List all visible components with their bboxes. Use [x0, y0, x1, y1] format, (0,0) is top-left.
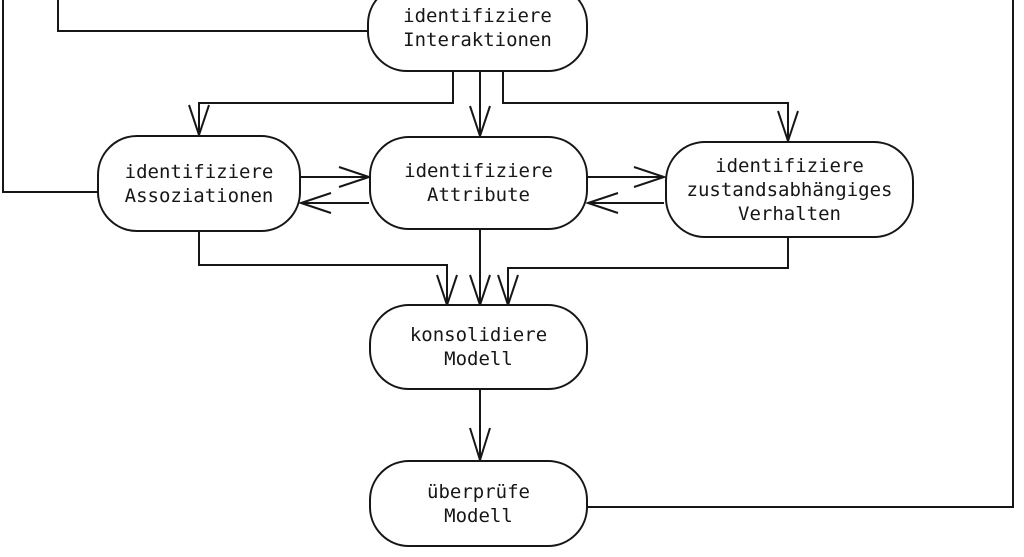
arrowhead-right-verhalten: [633, 166, 668, 188]
edge-assoziationen-to-konsolidiere: [198, 232, 448, 305]
node-identifiziere-attribute: identifiziere Attribute: [369, 136, 588, 230]
edge-interaktionen-to-assoziationen: [198, 72, 454, 135]
node-label-assoziationen: identifiziere Assoziationen: [124, 160, 274, 207]
edge-interaktionen-to-verhalten: [502, 72, 789, 141]
edge-topleft-inner-to-interaktionen: [57, 0, 369, 32]
node-identifiziere-assoziationen: identifiziere Assoziationen: [97, 135, 301, 232]
node-identifiziere-interaktionen: identifiziere Interaktionen: [367, 0, 588, 72]
edge-ueberpruefe-feedback-right: [588, 0, 1014, 508]
node-label-interaktionen: identifiziere Interaktionen: [403, 5, 552, 51]
node-label-ueberpruefe: überprüfe Modell: [427, 480, 530, 527]
arrowhead-left-assoziationen: [297, 192, 332, 214]
edge-topleft-outer-to-assoziationen: [2, 0, 99, 193]
node-label-verhalten: identifiziere zustandsabhängiges Verhalt…: [686, 154, 893, 225]
node-identifiziere-zustandsabhaengiges-verhalten: identifiziere zustandsabhängiges Verhalt…: [665, 141, 914, 238]
edge-verhalten-to-konsolidiere: [507, 238, 789, 305]
node-konsolidiere-modell: konsolidiere Modell: [369, 304, 588, 390]
node-label-attribute: identifiziere Attribute: [404, 160, 553, 206]
node-label-konsolidiere: konsolidiere Modell: [409, 324, 548, 370]
arrowhead-left-attribute: [584, 192, 619, 214]
node-ueberpruefe-modell: überprüfe Modell: [369, 460, 588, 547]
